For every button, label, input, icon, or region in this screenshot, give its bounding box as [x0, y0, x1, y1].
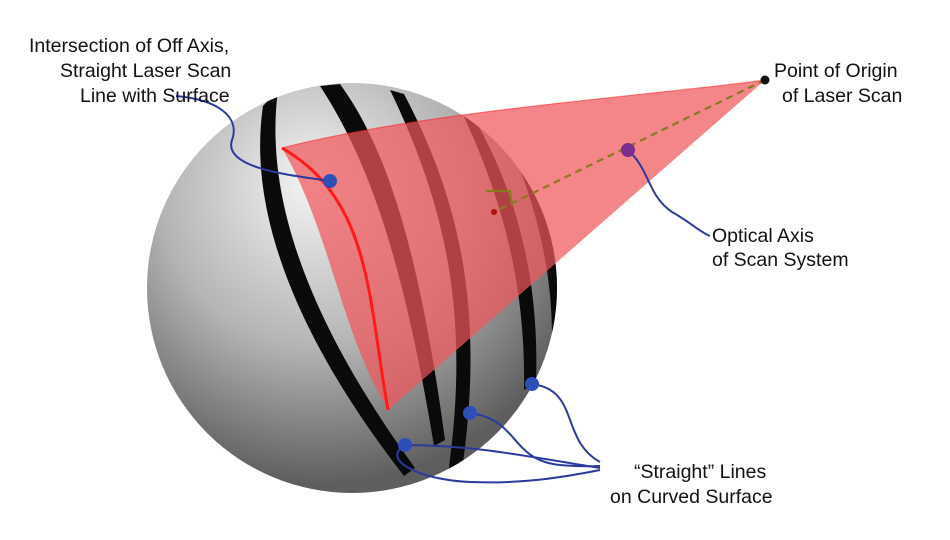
laser-fan — [282, 80, 765, 410]
stripe-1 — [260, 90, 415, 476]
label-origin-line2: of Laser Scan — [782, 85, 902, 107]
straight-line-dot-3 — [525, 377, 539, 391]
callout-straight-2 — [469, 412, 601, 468]
callout-lines — [175, 95, 711, 484]
label-intersection: Intersection of Off Axis, Straight Laser… — [29, 35, 231, 107]
optical-axis-dot — [621, 143, 635, 157]
callout-straight-4 — [396, 444, 601, 484]
callout-straight-3 — [531, 383, 601, 463]
label-straight-lines-line1: “Straight” Lines — [634, 461, 766, 483]
label-origin-line1: Point of Origin — [774, 60, 898, 82]
label-intersection-line1: Intersection of Off Axis, — [29, 35, 229, 57]
callout-straight-1 — [404, 444, 601, 469]
right-angle-marker — [486, 189, 514, 207]
laser-surface-curve — [281, 146, 390, 411]
axis-end-dot — [491, 209, 497, 215]
straight-line-dot-1 — [398, 438, 412, 452]
label-intersection-line3: Line with Surface — [80, 85, 230, 107]
stripe-2 — [320, 84, 445, 446]
label-origin: Point of Origin of Laser Scan — [774, 60, 902, 107]
origin-dot — [760, 75, 770, 85]
label-straight-lines-line2: on Curved Surface — [610, 486, 773, 508]
label-straight-lines: “Straight” Lines on Curved Surface — [610, 461, 773, 508]
callout-optical-axis — [627, 149, 711, 237]
intersection-dot — [323, 174, 337, 188]
label-intersection-line2: Straight Laser Scan — [60, 60, 231, 82]
label-optical-axis-line2: of Scan System — [712, 249, 849, 271]
label-optical-axis-line1: Optical Axis — [712, 225, 814, 247]
straight-line-dot-2 — [463, 406, 477, 420]
callout-intersection — [175, 95, 331, 182]
laser-top-edge — [281, 79, 766, 149]
label-optical-axis: Optical Axis of Scan System — [712, 225, 849, 271]
